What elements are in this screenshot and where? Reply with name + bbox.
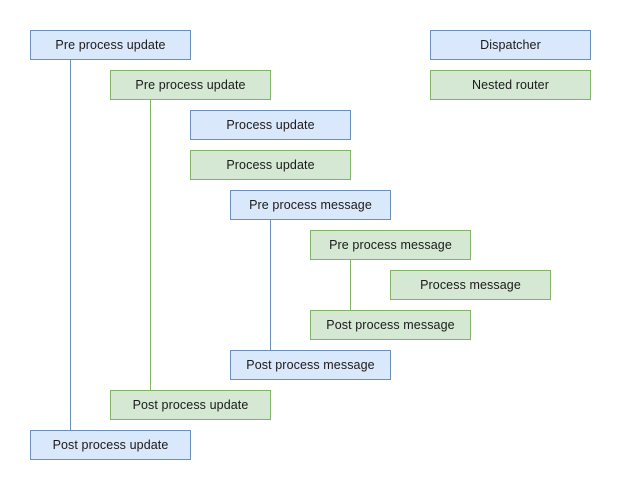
node-process-update-dispatcher[interactable]: Process update [190, 110, 351, 140]
node-pre-process-message-dispatcher[interactable]: Pre process message [230, 190, 391, 220]
legend-item-dispatcher[interactable]: Dispatcher [430, 30, 591, 60]
node-post-process-update-dispatcher[interactable]: Post process update [30, 430, 191, 460]
node-pre-process-update-dispatcher[interactable]: Pre process update [30, 30, 191, 60]
legend-item-nested-router[interactable]: Nested router [430, 70, 591, 100]
node-pre-process-message-router[interactable]: Pre process message [310, 230, 471, 260]
node-post-process-message-router[interactable]: Post process message [310, 310, 471, 340]
node-post-process-update-router[interactable]: Post process update [110, 390, 271, 420]
node-post-process-message-dispatcher[interactable]: Post process message [230, 350, 391, 380]
connector-nested-pre-process-update-to-post-process-update [150, 100, 151, 390]
connector-pre-process-message-to-post-process-message [270, 220, 271, 350]
node-pre-process-update-router[interactable]: Pre process update [110, 70, 271, 100]
node-process-message-router[interactable]: Process message [390, 270, 551, 300]
connector-pre-process-update-to-post-process-update [70, 60, 71, 430]
node-process-update-router[interactable]: Process update [190, 150, 351, 180]
connector-nested-pre-process-message-to-post-process-message [350, 260, 351, 310]
